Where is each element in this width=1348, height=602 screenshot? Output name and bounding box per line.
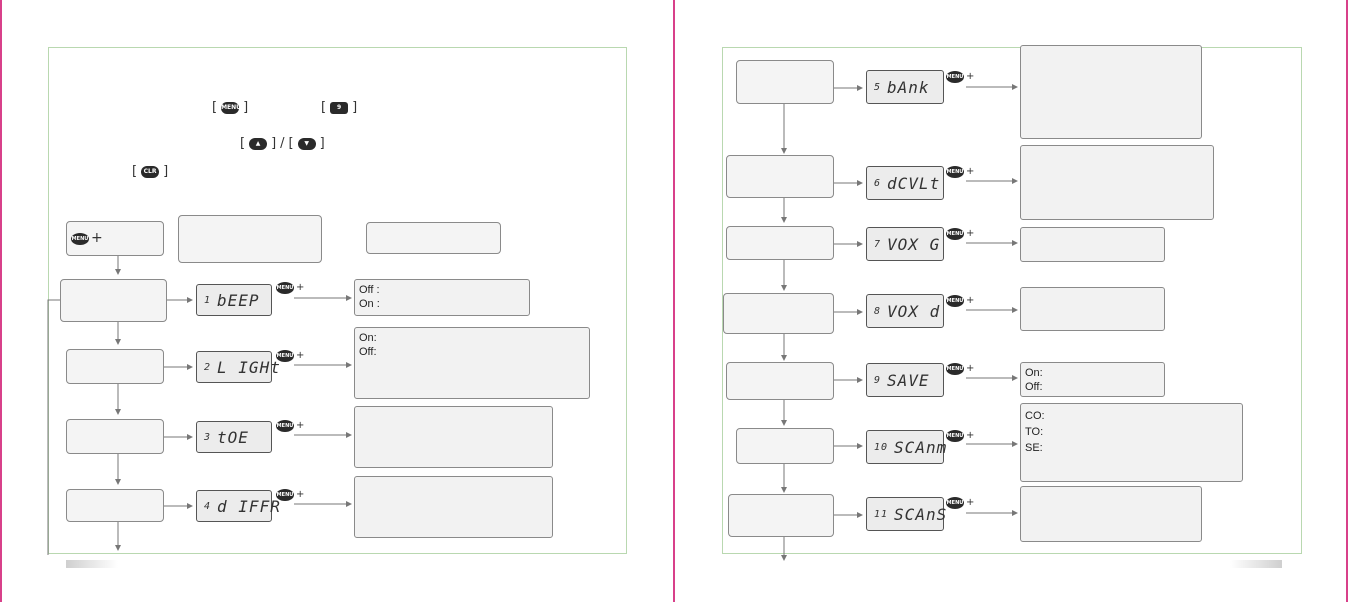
plus-sign: + (966, 228, 975, 239)
page-spine (673, 0, 675, 602)
nine-key-icon: 9 (330, 101, 349, 114)
plus-sign: + (966, 295, 975, 306)
menu-button-icon: MENU (946, 430, 964, 442)
desc-box-1: Off : On : (354, 279, 530, 316)
menu-button-icon: MENU (946, 166, 964, 178)
step-box-7 (726, 226, 834, 260)
lcd-display-6: 6 dCVLt (866, 166, 944, 200)
menu-button-icon: MENU (946, 71, 964, 83)
step-box-6 (726, 155, 834, 198)
step-box-9 (726, 362, 834, 400)
lcd-display-2: 2 L IGHt (196, 351, 280, 383)
menu-button-icon: MENU (276, 489, 294, 501)
step-box-11 (728, 494, 834, 537)
menu-button-icon: MENU (276, 350, 294, 362)
up-arrow-icon: ▲ (249, 137, 268, 150)
lcd-display-1: 1 bEEP (196, 284, 272, 316)
lcd-display-5: 5 bAnk (866, 70, 944, 104)
plus-sign: + (296, 282, 305, 293)
plus-sign: + (296, 350, 305, 361)
clr-key-icon: CLR (141, 165, 160, 178)
page-edge-left (0, 0, 2, 602)
step-box-3 (66, 419, 164, 454)
instruction-nine-key: [ 9 ] (321, 100, 358, 115)
page-edge-right (1346, 0, 1348, 602)
plus-sign: + (296, 420, 305, 431)
plus-sign: + (91, 230, 103, 246)
lcd-display-8: 8 VOX d (866, 294, 944, 328)
step-box-2 (66, 349, 164, 384)
lcd-display-11: 11 SCAnS (866, 497, 946, 531)
right-page-frame (722, 47, 1302, 554)
left-footer-bar (66, 560, 118, 568)
plus-sign: + (966, 497, 975, 508)
plus-sign: + (966, 430, 975, 441)
desc-box-3 (354, 406, 553, 468)
plus-sign: + (296, 489, 305, 500)
desc-box-8 (1020, 287, 1165, 331)
desc-box-5 (1020, 45, 1202, 139)
step-box-8 (723, 293, 834, 334)
plus-sign: + (966, 363, 975, 374)
menu-button-icon: MENU (946, 497, 964, 509)
lcd-display-4: 4 d IFFR (196, 490, 280, 522)
desc-box-2: On: Off: (354, 327, 590, 399)
step-box-5 (736, 60, 834, 104)
lcd-display-10: 10 SCAnm (866, 430, 946, 464)
menu-button-icon: MENU (276, 420, 294, 432)
menu-button-icon: MENU (946, 228, 964, 240)
desc-box-4 (354, 476, 553, 538)
menu-button-icon: MENU (946, 295, 964, 307)
right-footer-bar (1230, 560, 1282, 568)
instruction-up-down: [ ▲ ] / [ ▼ ] (240, 136, 325, 151)
desc-box-10: CO: TO: SE: (1020, 403, 1243, 482)
header-note-box (366, 222, 501, 254)
down-arrow-icon: ▼ (297, 137, 316, 150)
plus-sign: + (966, 71, 975, 82)
plus-sign: + (966, 166, 975, 177)
header-desc-box (178, 215, 322, 263)
menu-key-icon: MENU (221, 101, 241, 114)
menu-button-icon: MENU (71, 233, 89, 245)
step-box-10 (736, 428, 834, 464)
desc-box-6 (1020, 145, 1214, 220)
step-box-4 (66, 489, 164, 522)
menu-button-icon: MENU (946, 363, 964, 375)
menu-button-icon: MENU (276, 282, 294, 294)
lcd-display-7: 7 VOX G (866, 227, 944, 261)
desc-box-9: On: Off: (1020, 362, 1165, 397)
desc-box-7 (1020, 227, 1165, 262)
desc-box-11 (1020, 486, 1202, 542)
instruction-clr: [ CLR ] (132, 164, 169, 179)
lcd-display-3: 3 tOE (196, 421, 272, 453)
instruction-menu-nine: [ MENU ] (212, 100, 249, 115)
lcd-display-9: 9 SAVE (866, 363, 944, 397)
menu-plus-box: MENU + (66, 221, 164, 256)
step-box-1 (60, 279, 167, 322)
